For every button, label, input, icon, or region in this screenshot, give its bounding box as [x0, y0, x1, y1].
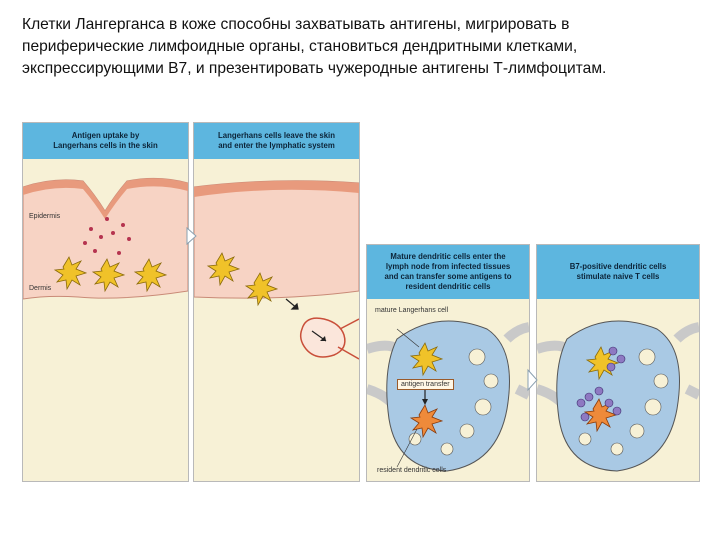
- migrating-cells: [206, 252, 279, 307]
- naive-t-cells: [576, 346, 626, 422]
- epidermis-label: Epidermis: [29, 213, 61, 220]
- panel-2-illustration: [194, 159, 359, 481]
- mature-langerhans-cell: [409, 342, 444, 377]
- panel-1-illustration: Epidermis Dermis: [23, 159, 188, 481]
- migration-arrow: [285, 298, 299, 310]
- caption-line-2: периферические лимфоидные органы, станов…: [22, 38, 578, 55]
- resident-dendritic-cell: [409, 404, 444, 439]
- lymph-node-svg-1: [367, 320, 529, 472]
- resident-cell-label: resident dendritic cells: [377, 467, 447, 474]
- lymph-vessels-2: [537, 322, 699, 413]
- epidermis-layer-2: [194, 180, 359, 299]
- antigen-particles: [83, 217, 131, 255]
- panel-3-illustration: mature Langerhans cell antigen transfer …: [367, 299, 529, 481]
- antigen-transfer-label: antigen transfer: [397, 379, 454, 390]
- caption-line-1: Клетки Лангерганса в коже способны захва…: [22, 16, 570, 33]
- follicles: [408, 348, 499, 456]
- b7-dendritic-cell-1: [585, 346, 620, 381]
- lymph-vessels: [367, 322, 529, 413]
- langerhans-cells: [53, 256, 168, 293]
- skin-migration-svg: [194, 180, 359, 360]
- mature-cell-label: mature Langerhans cell: [375, 307, 449, 314]
- caption-line-3: экспрессирующими B7, и презентировать чу…: [22, 60, 607, 77]
- lymphatic-vessel: [299, 317, 359, 360]
- skin-surface: [23, 178, 188, 219]
- caption: Клетки Лангерганса в коже способны захва…: [22, 14, 702, 80]
- skin-surface-2: [194, 180, 359, 197]
- lymph-node-svg-2: [537, 320, 699, 472]
- panel-4-illustration: [537, 299, 699, 481]
- skin-antigen-uptake-svg: [23, 177, 188, 300]
- dermis-label: Dermis: [29, 285, 52, 292]
- follicles-2: [578, 348, 669, 456]
